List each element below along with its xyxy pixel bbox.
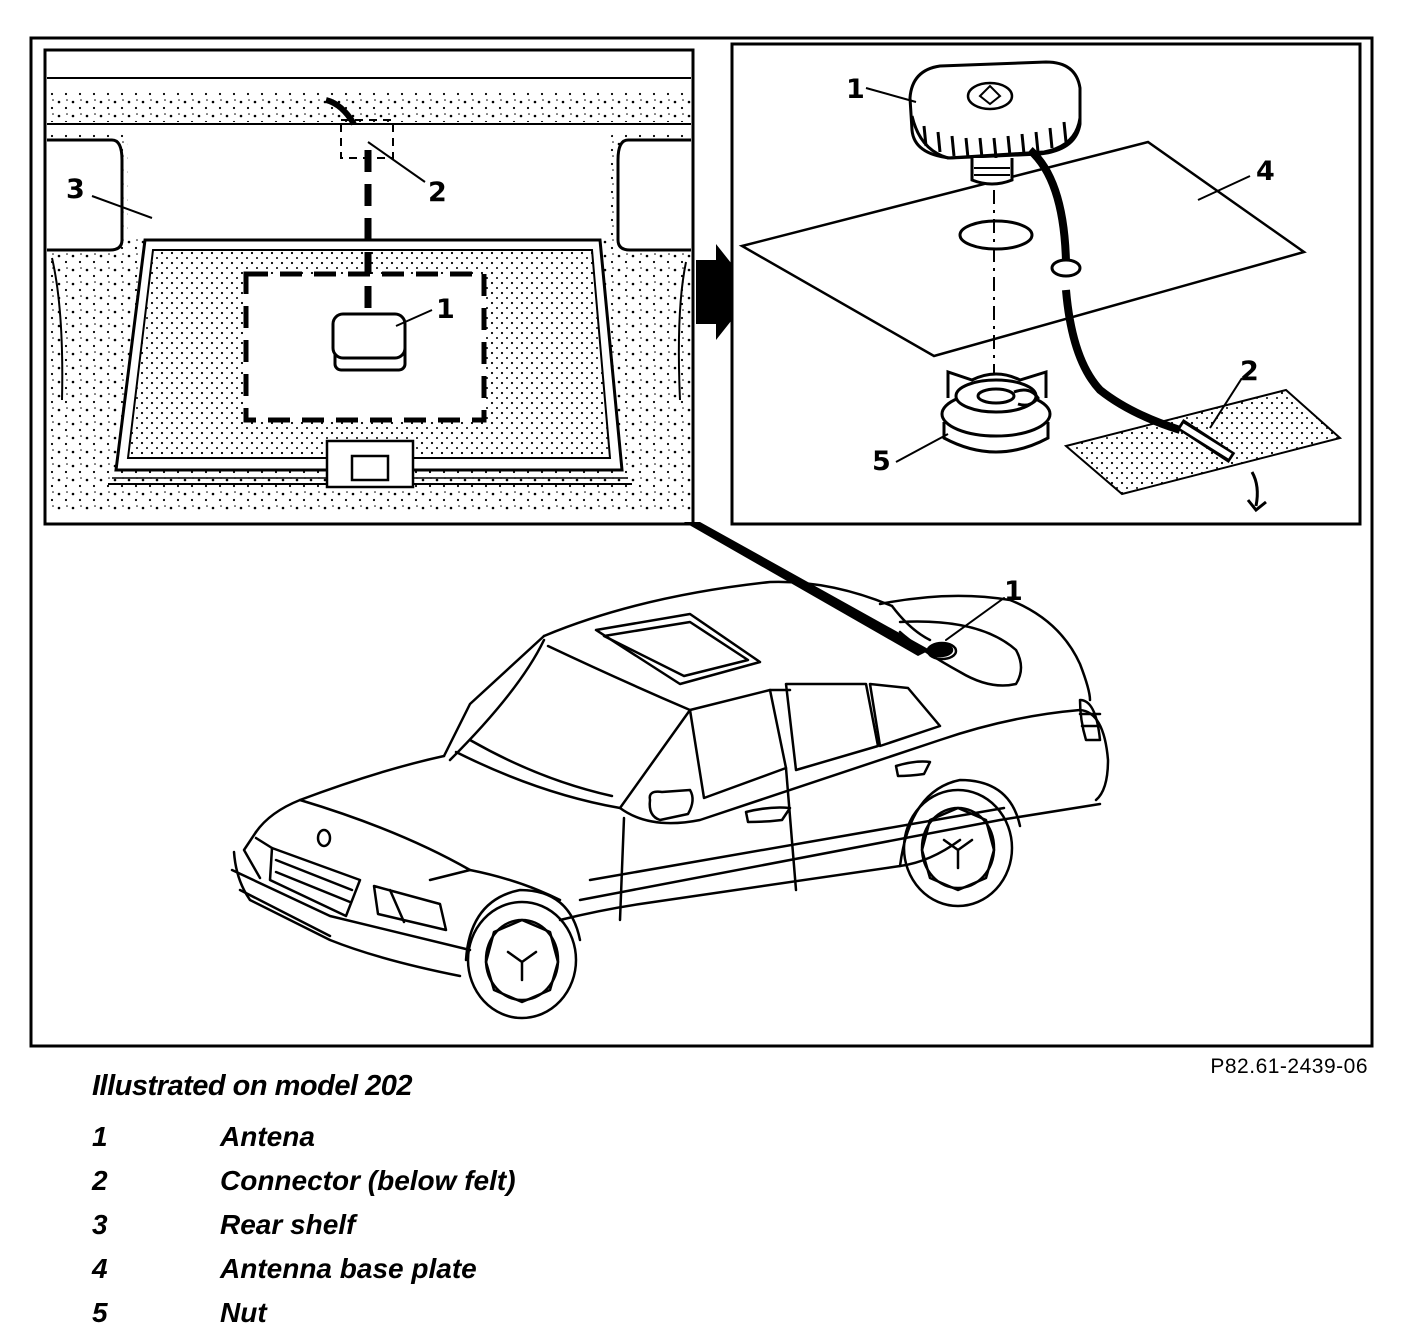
inset-left-callout-1: 1 <box>436 294 455 325</box>
legend-label: Rear shelf <box>220 1209 356 1240</box>
legend-item: 3 Rear shelf <box>92 1203 1192 1247</box>
car-illustration <box>230 580 1110 1020</box>
legend-label: Connector (below felt) <box>220 1165 516 1196</box>
legend-item: 5 Nut <box>92 1291 1192 1335</box>
inset-left-callout-2: 2 <box>428 177 447 208</box>
legend-item: 1 Antena <box>92 1115 1192 1159</box>
legend-number: 1 <box>92 1121 108 1152</box>
legend-number: 5 <box>92 1297 108 1328</box>
inset-right-callout-1: 1 <box>846 74 865 105</box>
legend-label: Antenna base plate <box>220 1253 477 1284</box>
figure-reference: P82.61-2439-06 <box>1210 1055 1368 1078</box>
inset-right-callout-2: 2 <box>1240 356 1259 387</box>
legend-item: 2 Connector (below felt) <box>92 1159 1192 1203</box>
legend-label: Nut <box>220 1297 267 1328</box>
zoom-wedge <box>684 522 930 656</box>
figure-frame <box>29 36 1374 1048</box>
detail-arrow <box>696 244 754 340</box>
caption-title: Illustrated on model 202 <box>92 1070 412 1102</box>
inset-right-callout-5: 5 <box>872 446 891 477</box>
legend-list: 1 Antena 2 Connector (below felt) 3 Rear shel… <box>92 1115 1192 1335</box>
legend-number: 2 <box>92 1165 108 1196</box>
legend-number: 3 <box>92 1209 108 1240</box>
antenna-exploded-inset: 1 4 2 5 <box>730 42 1362 526</box>
inset-left-callout-3: 3 <box>66 174 85 205</box>
antenna-location-diagram: 2 3 1 <box>29 36 1374 1048</box>
inset-right-callout-4: 4 <box>1256 156 1275 187</box>
legend-item: 4 Antenna base plate <box>92 1247 1192 1291</box>
rear-shelf-inset: 2 3 1 <box>43 48 695 526</box>
caption: Illustrated on model 202 1 Antena 2 Connect… <box>92 1070 1192 1335</box>
car-callout-1: 1 <box>1004 576 1023 607</box>
legend-number: 4 <box>92 1253 108 1284</box>
legend-label: Antena <box>220 1121 315 1152</box>
